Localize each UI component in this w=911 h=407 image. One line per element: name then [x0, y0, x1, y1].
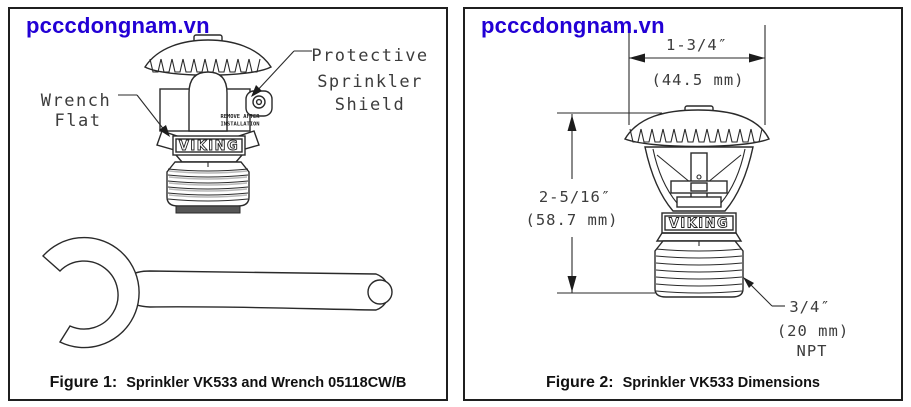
height-mm-label: (58.7 mm) — [526, 211, 619, 229]
shield-leader-line — [251, 50, 312, 97]
callout-flat: Flat — [55, 111, 102, 131]
width-inches-label: 1-3/4″ — [666, 36, 728, 54]
figure2-panel: pcccdongnam.vn 1-3/4″ (44.5 mm) 2-5/16″ … — [463, 7, 903, 401]
width-dimension: 1-3/4″ (44.5 mm) — [628, 25, 766, 125]
thread-arrowhead — [743, 277, 754, 288]
height-dimension: 2-5/16″ (58.7 mm) — [526, 112, 662, 294]
wrench-flat-leader-line — [118, 94, 170, 137]
figure2-caption: Figure 2: Sprinkler VK533 Dimensions — [465, 374, 901, 392]
shield-tag-line1: REMOVE AFTER — [221, 114, 261, 120]
figure1-drawing: REMOVE AFTER INSTALLATION VIKING — [41, 34, 428, 349]
figure1-caption: Figure 1: Sprinkler VK533 and Wrench 0511… — [10, 374, 446, 392]
callout-wrench: Wrench — [41, 91, 111, 111]
wrench-drawing — [42, 236, 393, 349]
brand-logo: VIKING — [179, 139, 239, 154]
threaded-shank — [166, 161, 250, 214]
sprinkler-dimension-drawing: VIKING — [623, 105, 770, 298]
watermark-text: pcccdongnam.vn — [481, 13, 665, 38]
wrench-flat-arrowhead — [159, 125, 170, 137]
callout-protective: Protective — [311, 46, 428, 66]
deflector-teeth — [629, 128, 763, 143]
height-inches-label: 2-5/16″ — [539, 188, 611, 206]
sprinkler-upright-drawing: REMOVE AFTER INSTALLATION VIKING — [143, 34, 273, 214]
wrench-flat-band: VIKING — [661, 212, 737, 234]
thread-mm-label: (20 mm) — [777, 322, 849, 340]
thread-type-label: NPT — [797, 342, 828, 360]
threaded-shank — [654, 240, 744, 298]
width-mm-label: (44.5 mm) — [652, 71, 745, 89]
watermark-text: pcccdongnam.vn — [26, 13, 210, 38]
figure1-caption-text: Sprinkler VK533 and Wrench 05118CW/B — [126, 375, 407, 391]
callout-sprinkler: Sprinkler — [317, 72, 423, 92]
figure2-drawing: 1-3/4″ (44.5 mm) 2-5/16″ (58.7 mm) — [526, 25, 849, 360]
wrench-flat-band: VIKING — [172, 135, 246, 156]
figure1-caption-label: Figure 1: — [49, 374, 118, 391]
thread-leader-line — [743, 277, 785, 307]
figure2-caption-label: Figure 2: — [546, 374, 614, 391]
shield-arrowhead — [251, 85, 262, 97]
thread-inches-label: 3/4″ — [789, 298, 830, 316]
figure2-caption-text: Sprinkler VK533 Dimensions — [622, 375, 820, 391]
shield-tag-line2: INSTALLATION — [221, 122, 260, 128]
figure1-panel: pcccdongnam.vn REMOVE AFTER INSTALLATION — [8, 7, 448, 401]
callout-shield: Shield — [335, 95, 405, 115]
brand-logo: VIKING — [669, 217, 729, 232]
